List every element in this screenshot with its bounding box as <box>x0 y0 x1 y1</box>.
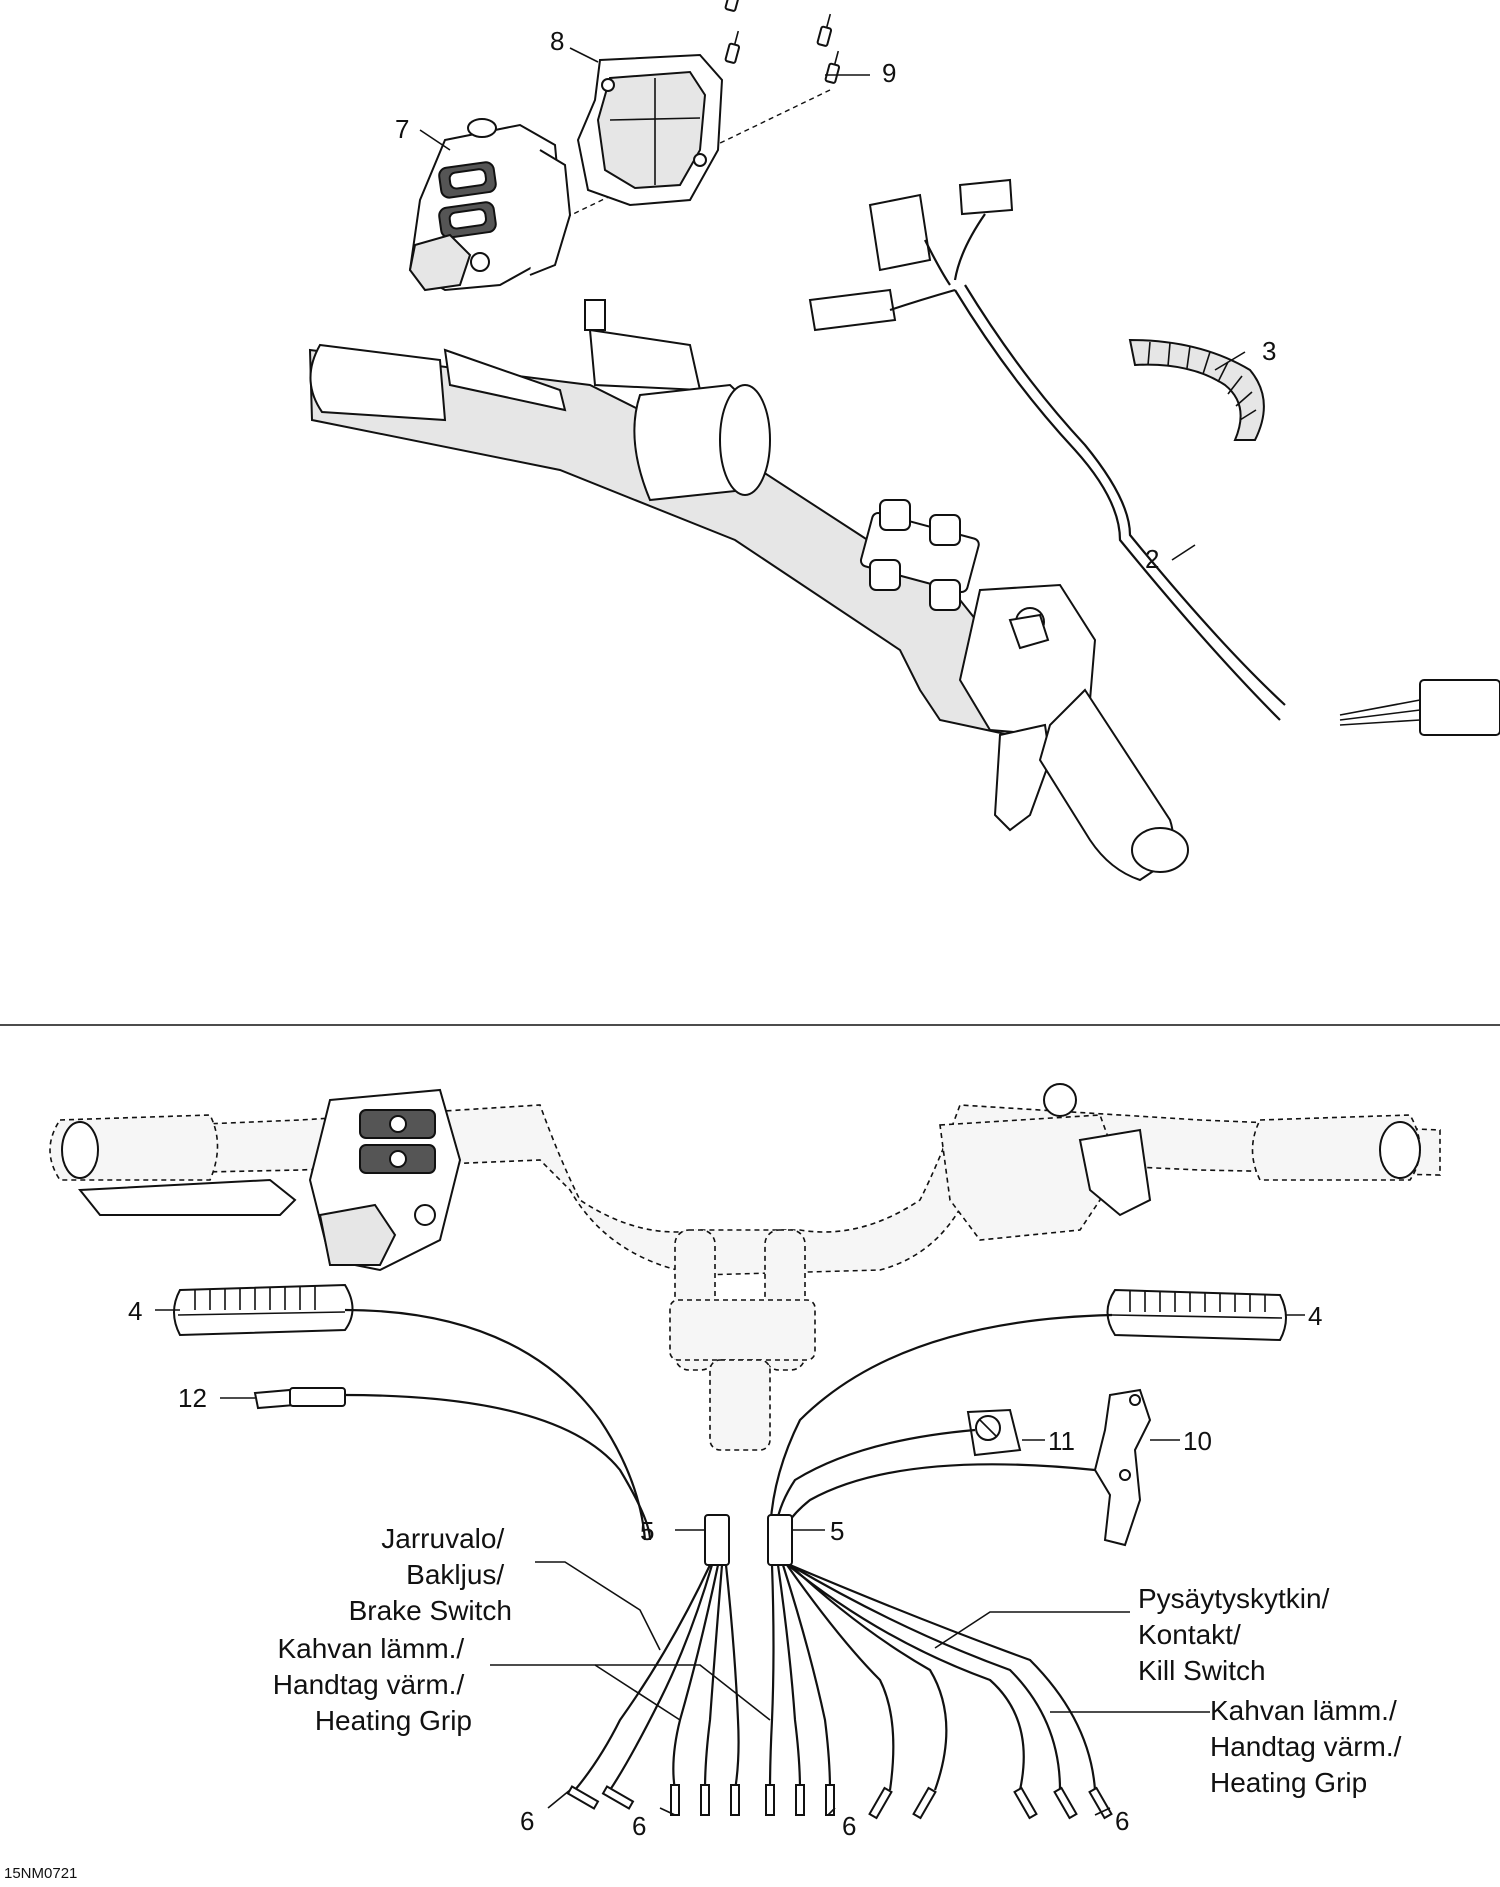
terminal-pins-part-6 <box>566 1784 1113 1820</box>
switch-housing-cover-part-8 <box>576 53 724 207</box>
top-leader-lines <box>419 47 1246 561</box>
drawing-code: 15NM0721 <box>4 1865 77 1882</box>
brake-switch-part-12 <box>253 1387 346 1410</box>
harness-wires <box>344 1308 1113 1791</box>
callout-4-left: 4 <box>128 1296 142 1326</box>
callout-3: 3 <box>1262 336 1276 366</box>
callout-5-right: 5 <box>830 1516 844 1546</box>
throttle-sensor-part-10 <box>1093 1388 1152 1547</box>
label-heating-grip-right: Kahvan lämm./ Handtag värm./ Heating Gri… <box>1210 1695 1409 1798</box>
callout-6-b: 6 <box>632 1811 646 1841</box>
screws-part-9 <box>724 0 841 84</box>
label-heating-grip-left: Kahvan lämm./ Handtag värm./ Heating Gri… <box>273 1633 472 1736</box>
handlebar-assembly <box>308 299 1189 882</box>
label-kill-switch: Pysäytyskytkin/ Kontakt/ Kill Switch <box>1138 1583 1337 1686</box>
callout-6-c: 6 <box>842 1811 856 1841</box>
callout-7: 7 <box>395 114 409 144</box>
callout-12: 12 <box>178 1383 207 1413</box>
callout-2: 2 <box>1145 544 1159 574</box>
ghost-handlebar <box>49 1083 1441 1451</box>
wiring-harness-part-2 <box>808 178 1500 736</box>
heating-grip-left-part-4 <box>173 1283 354 1337</box>
callout-9: 9 <box>882 58 896 88</box>
callout-8: 8 <box>550 26 564 56</box>
conduit-part-3 <box>1128 338 1265 441</box>
callout-6-a: 6 <box>520 1806 534 1836</box>
callout-5-left: 5 <box>640 1516 654 1546</box>
callout-6-d: 6 <box>1115 1806 1129 1836</box>
label-brake-switch: Jarruvalo/ Bakljus/ Brake Switch <box>349 1523 512 1626</box>
kill-switch-part-11 <box>966 1408 1022 1457</box>
bottom-leader-lines <box>155 1309 1305 1816</box>
callout-4-right: 4 <box>1308 1301 1322 1331</box>
multifunction-switch-part-7 <box>408 118 572 292</box>
heating-grip-right-part-4 <box>1106 1288 1287 1342</box>
callout-11: 11 <box>1048 1426 1075 1456</box>
callout-10: 10 <box>1183 1426 1212 1456</box>
